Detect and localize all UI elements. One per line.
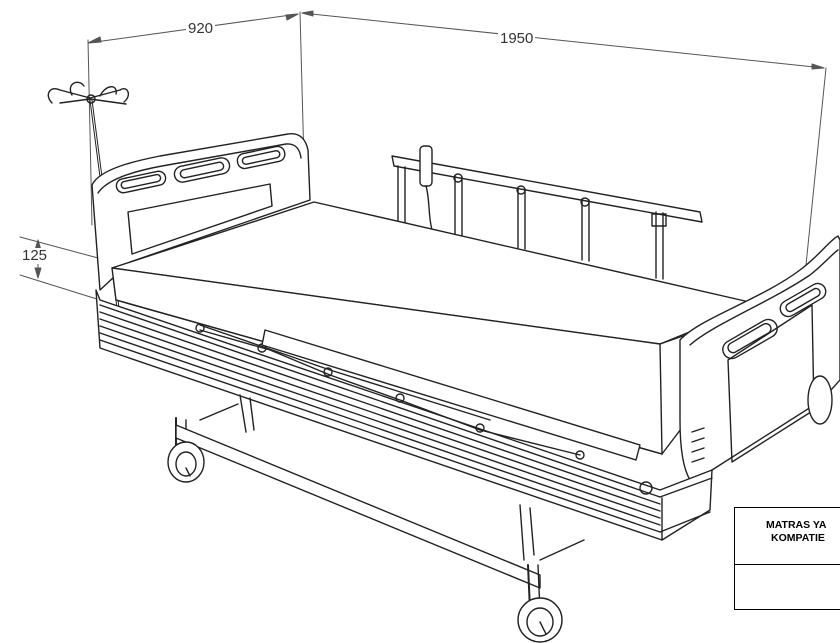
width-dimension-label: 920 (186, 20, 216, 37)
headboard (91, 133, 311, 291)
mattress (111, 201, 759, 455)
info-table-header: MATRAS YA KOMPATIE (735, 508, 840, 565)
undercarriage (175, 394, 585, 613)
info-table: MATRAS YA KOMPATIE (734, 507, 840, 610)
info-table-empty-row (735, 565, 840, 609)
length-dimension-label: 1950 (498, 30, 536, 47)
height-dimension-label: 125 (20, 247, 50, 264)
casters (167, 375, 833, 643)
side-rail (391, 145, 703, 280)
footboard (679, 235, 840, 481)
info-table-line2: KOMPATIE (771, 532, 825, 544)
bed-frame (95, 289, 713, 541)
info-table-line1: MATRAS YA (766, 519, 827, 531)
